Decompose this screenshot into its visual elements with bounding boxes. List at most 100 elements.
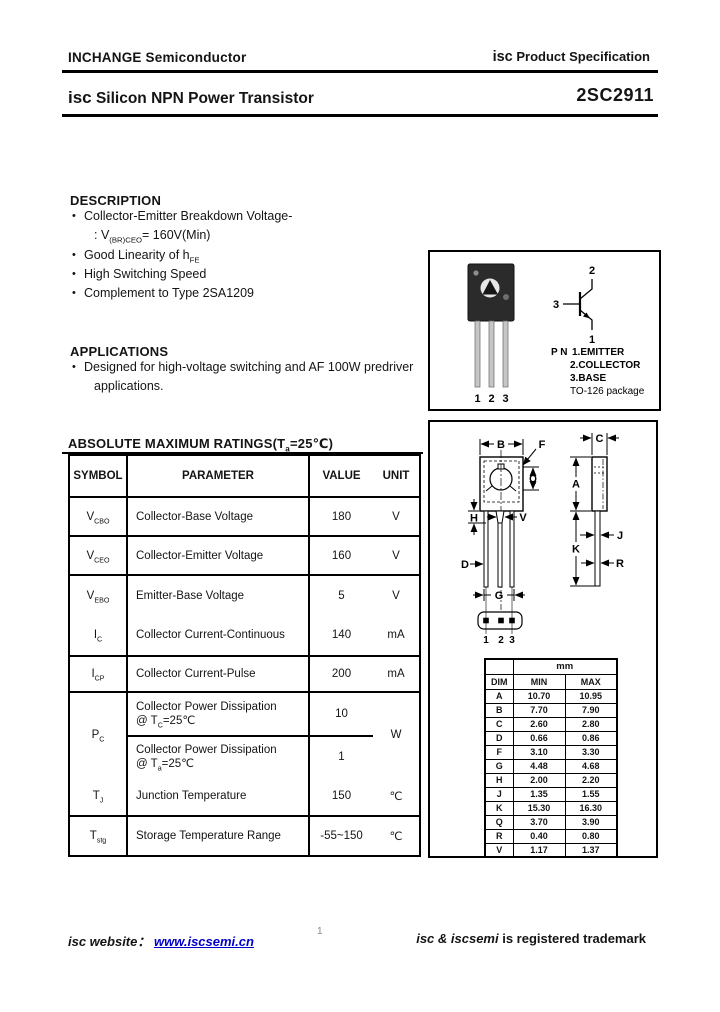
bottom-pin-3: 3 [509, 635, 515, 646]
page-number: 1 [317, 926, 323, 937]
outline-drawing: B F Q H V D G C A K J R 1 2 3 [461, 433, 624, 646]
col-header-parameter: PARAMETER [127, 455, 310, 498]
symbol-cell: VCBO [69, 497, 128, 537]
ratings-header-row: SYMBOL PARAMETER VALUE UNIT [69, 455, 420, 498]
dim-col-header: MAX [564, 673, 618, 690]
isc-logo-text: isc [492, 49, 513, 65]
symbol-cell: IC [69, 615, 128, 657]
symbol-cell: Tstg [69, 816, 128, 856]
symbol-cell: PC [69, 692, 128, 777]
dim-label-R: R [616, 558, 624, 570]
list-item: Good Linearity of hFE [72, 246, 444, 266]
list-item: : V(BR)CEO= 160V(Min) [94, 228, 211, 245]
parameter-cell: Collector Current-Pulse [127, 656, 310, 693]
ratings-row-vebo: VEBO Emitter-Base Voltage 5 V [69, 575, 420, 615]
spec-title: isc Product Specification [493, 49, 650, 65]
parameter-cell: Collector-Base Voltage [127, 497, 310, 537]
lead-number-2: 2 [488, 393, 494, 405]
dim-label-G: G [495, 590, 504, 602]
parameter-cell: Collector Power Dissipation@ Ta=25℃ [127, 736, 310, 777]
dim-label-V: V [519, 512, 527, 524]
ratings-table: SYMBOL PARAMETER VALUE UNIT VCBO Collect… [68, 454, 421, 857]
dim-col-header: MIN [512, 673, 566, 690]
dim-unit-row: mm [484, 658, 618, 675]
dim-label-B: B [497, 439, 505, 451]
lead-number-3: 3 [502, 393, 508, 405]
unit-cell: V [373, 497, 420, 537]
col-header-unit: UNIT [373, 455, 420, 498]
trademark-brands: isc & iscsemi [416, 931, 499, 946]
website-link[interactable]: www.iscsemi.cn [154, 934, 254, 949]
pin1-label: 1.EMITTER [572, 347, 625, 358]
pin2-label: 2.COLLECTOR [570, 360, 641, 371]
value-cell: 200 [309, 656, 373, 693]
symbol-pin-base: 3 [553, 299, 559, 311]
package-name: TO-126 package [570, 386, 645, 397]
parameter-cell: Storage Temperature Range [127, 816, 310, 856]
unit-cell: V [392, 589, 400, 602]
company-name: INCHANGE Semiconductor [68, 50, 247, 65]
package-pinout-box: 1 2 3 2 3 1 P N 1.EMITTER 2.COLLECTOR 3.… [428, 250, 661, 411]
value-cell: 150 [309, 777, 373, 817]
symbol-pin-emitter: 1 [589, 334, 595, 346]
ratings-row-tstg: Tstg Storage Temperature Range -55~150 ℃ [69, 816, 420, 856]
spec-title-rest: Product Specification [512, 49, 650, 64]
list-item: Designed for high-voltage switching and … [72, 358, 454, 378]
value-cell: 5 [338, 589, 345, 602]
dim-corner-cell [484, 658, 514, 675]
parameter-cell: Emitter-Base Voltage [127, 575, 310, 615]
applications-heading: APPLICATIONS [70, 344, 169, 359]
npn-symbol [563, 279, 593, 330]
symbol-cell: VEBO [69, 575, 128, 615]
symbol-cell: ICP [69, 656, 128, 693]
pin3-label: 3.BASE [570, 373, 606, 384]
document-title: isc Silicon NPN Power Transistor [68, 88, 314, 108]
unit-cell: W [390, 729, 402, 741]
parameter-cell: Junction Temperature [127, 777, 310, 817]
dim-label-K: K [572, 544, 580, 556]
value-cell: 10 [309, 692, 373, 737]
dim-col-header: DIM [484, 673, 514, 690]
part-number: 2SC2911 [576, 85, 654, 105]
dim-label-A: A [572, 479, 580, 491]
parameter-cell: Collector Power Dissipation@ TC=25℃ [127, 692, 310, 737]
description-heading: DESCRIPTION [70, 193, 162, 208]
trademark-rest: is registered trademark [498, 931, 646, 946]
isc-logo-text: isc [68, 88, 92, 107]
value-cell: -55~150 [320, 830, 363, 842]
unit-cell: ℃ [373, 777, 420, 817]
dim-label-C: C [596, 433, 604, 445]
list-item: Collector-Emitter Breakdown Voltage- [72, 207, 444, 227]
bottom-pin-2: 2 [498, 635, 504, 646]
ratings-row-ic: IC Collector Current-Continuous 140 mA [69, 615, 420, 657]
parameter-cell: Collector Current-Continuous [127, 615, 310, 657]
pin-note: P N [551, 347, 568, 358]
unit-cell: mA [373, 615, 420, 657]
dim-unit-header: mm [512, 658, 618, 675]
dim-label-J: J [617, 530, 623, 542]
outline-dimensions-box: B F Q H V D G C A K J R 1 2 3 [428, 420, 658, 858]
value-cell: 140 [309, 615, 373, 657]
unit-cell: ℃ [389, 831, 403, 843]
list-item: High Switching Speed [72, 265, 444, 285]
footer-trademark: isc & iscsemi is registered trademark [416, 931, 646, 946]
ratings-underline [62, 452, 423, 454]
lead-number-1: 1 [474, 393, 480, 405]
symbol-cell: VCEO [69, 536, 128, 576]
parameter-cell: Collector-Emitter Voltage [127, 536, 310, 576]
symbol-cell: TJ [69, 777, 128, 817]
list-item: applications. [94, 379, 164, 394]
value-cell: 1 [338, 751, 345, 763]
dim-label-F: F [539, 439, 546, 451]
